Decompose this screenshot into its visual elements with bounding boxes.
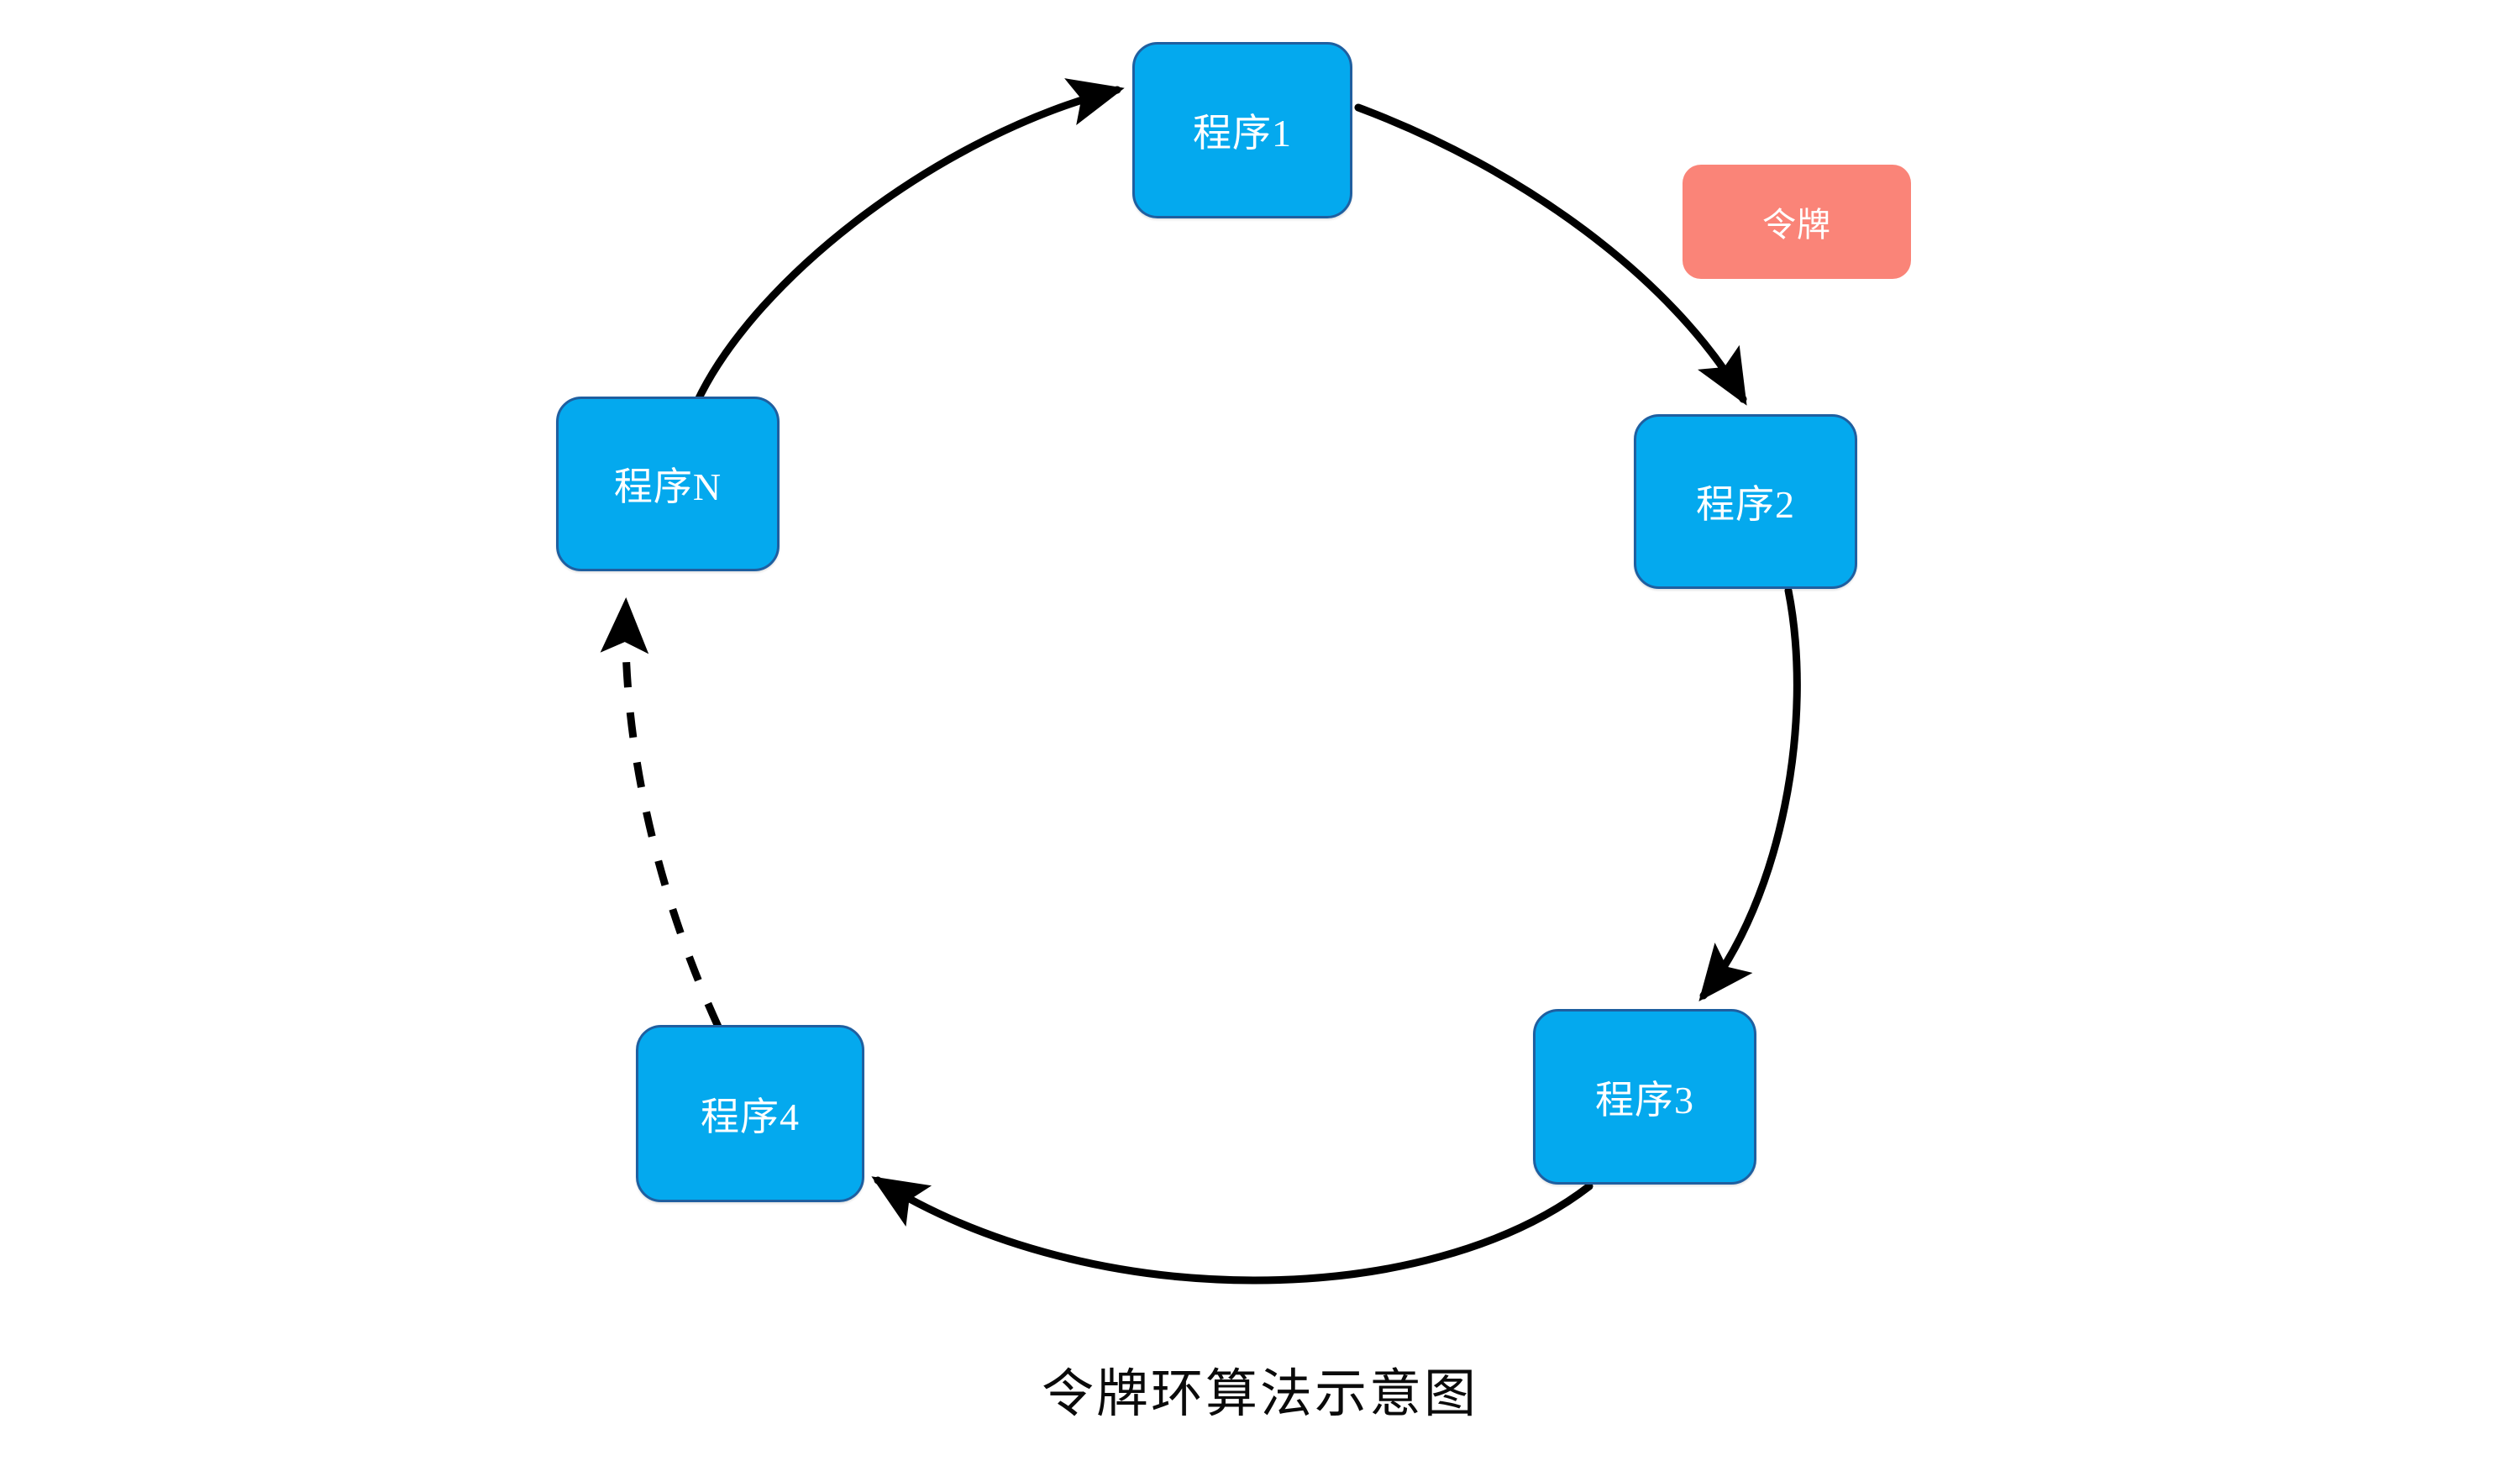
node-proc-2[interactable]: 程序2 xyxy=(1634,414,1857,589)
node-proc-4[interactable]: 程序4 xyxy=(636,1025,864,1202)
node-proc-3[interactable]: 程序3 xyxy=(1533,1009,1756,1185)
edge-proc1-to-proc2 xyxy=(1354,103,1747,406)
node-proc-n[interactable]: 程序N xyxy=(556,397,780,571)
edge-proc4-to-procN-dashed xyxy=(600,597,722,1028)
edge-proc3-to-proc4 xyxy=(871,1176,1593,1285)
node-token[interactable]: 令牌 xyxy=(1683,165,1911,279)
node-proc-1[interactable]: 程序1 xyxy=(1132,42,1352,218)
diagram-caption: 令牌环算法示意图 xyxy=(1041,1366,1478,1423)
edge-procN-to-proc1 xyxy=(693,78,1125,406)
edge-proc2-to-proc3 xyxy=(1698,586,1801,1002)
